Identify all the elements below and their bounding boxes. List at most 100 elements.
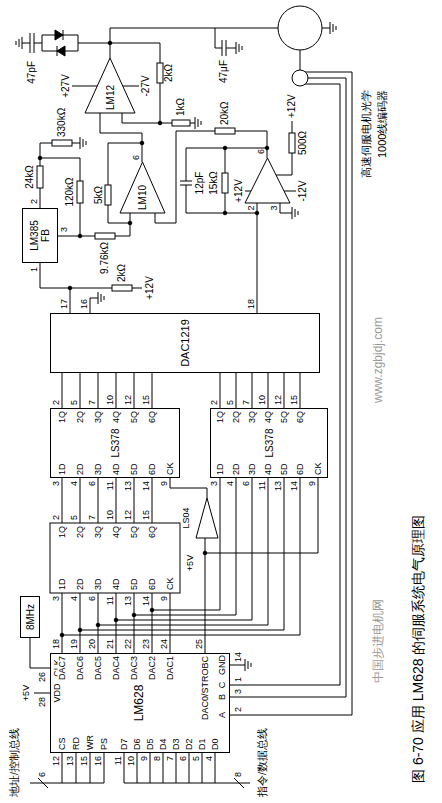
pin-number: 1 <box>30 267 39 272</box>
wire <box>230 72 352 715</box>
resistor-symbol <box>112 285 132 291</box>
pin-number: 5 <box>70 515 79 520</box>
pin-name: CK <box>166 577 175 590</box>
bus-line <box>30 783 250 784</box>
pin-number: 15 <box>80 756 89 766</box>
resistor-value: 2kΩ <box>164 64 174 82</box>
wire <box>104 753 105 783</box>
component-name: LM628 <box>133 685 146 722</box>
pin-name: 6Q <box>296 411 305 423</box>
pin-number: 7 <box>166 756 175 761</box>
pin-name: 6Q <box>148 411 157 423</box>
signal-wire <box>220 373 221 408</box>
wire <box>300 373 301 408</box>
wire <box>116 373 117 408</box>
pin-number: 7 <box>88 515 97 520</box>
pin-name: C <box>218 682 227 689</box>
pin-name: 1Q <box>216 411 225 423</box>
pin-number: 13 <box>124 596 133 606</box>
wire <box>176 753 177 783</box>
wire <box>116 478 117 523</box>
pin-name: 5D <box>130 463 139 475</box>
pin-name: 4Q <box>112 526 121 538</box>
repeated-wires <box>37 22 336 783</box>
ground-symbol <box>195 117 201 129</box>
bus-width: 8 <box>234 772 243 777</box>
wire <box>116 478 252 620</box>
pin-number: 22 <box>124 639 133 649</box>
pin-name: 3Q <box>94 526 103 538</box>
inverter-gate: LS04 <box>182 498 218 538</box>
resistor-symbol <box>37 166 43 188</box>
pin-number: 3 <box>60 227 69 232</box>
pin-name: 3Q <box>248 411 257 423</box>
component-name: LM12 <box>105 85 116 110</box>
pin-name: 1D <box>58 463 67 475</box>
pin-number: 15 <box>290 395 299 405</box>
dac-chip: DAC1219 <box>50 313 320 373</box>
pin-name: DAC4 <box>112 656 121 680</box>
wire <box>70 288 142 313</box>
pin-name: 4Q <box>112 411 121 423</box>
pin-number: 2 <box>52 400 61 405</box>
supply-label: +27V <box>61 74 71 98</box>
pin-name: GND <box>218 655 227 675</box>
supply-label: +12V <box>234 179 244 203</box>
pin-name: DAC0/STROBC <box>201 656 210 720</box>
pin-number: 21 <box>106 639 115 649</box>
pin-number: 26 <box>38 672 47 682</box>
pin-number: 3 <box>52 596 61 601</box>
pin-number: 15 <box>142 395 151 405</box>
pin-name: 4D <box>112 578 121 590</box>
wire <box>137 753 138 783</box>
resistor-symbol <box>95 233 115 239</box>
component-name: FB <box>40 229 51 242</box>
pin-name: 3D <box>94 578 103 590</box>
pin-name: 6D <box>148 578 157 590</box>
pin-number: 11 <box>106 596 115 605</box>
resistor-symbol <box>77 181 83 203</box>
pin-name: CK <box>166 462 175 475</box>
pin-name: 6D <box>296 463 305 475</box>
junction-dot <box>158 121 162 125</box>
triangle-outline <box>196 498 218 538</box>
pin-number: 18 <box>52 639 61 649</box>
ground-symbol <box>292 207 298 219</box>
pin-number: 6 <box>242 481 251 486</box>
capacitor-symbol <box>30 33 34 53</box>
ground-symbol <box>98 292 104 304</box>
pin-name: 2Q <box>232 411 241 423</box>
diode-symbol <box>57 46 65 56</box>
pin-number: 3 <box>234 689 243 694</box>
pin-number: 7 <box>88 400 97 405</box>
pin-name: 3Q <box>94 411 103 423</box>
capacitor-value: 47μF <box>219 60 229 83</box>
wire <box>189 753 190 783</box>
pin-name: D4 <box>159 738 168 750</box>
resistor-symbol <box>52 140 72 146</box>
wire <box>268 373 269 408</box>
pin-name: 6Q <box>148 526 157 538</box>
signal-wire <box>205 538 206 653</box>
pin-number: 16 <box>94 756 103 766</box>
pin-number: 9 <box>160 596 169 601</box>
pin-number: 13 <box>66 756 75 766</box>
encoder-symbol <box>292 70 308 86</box>
opamp-triangle: LM10 <box>120 162 165 213</box>
opamp-symbol <box>245 158 290 203</box>
pin-name: 5D <box>130 578 139 590</box>
pin-name: 2Q <box>76 526 85 538</box>
resistor-value: 120kΩ <box>65 177 75 206</box>
pin-name: CK <box>314 462 323 475</box>
ground-symbol <box>236 42 242 54</box>
pin-number: 16 <box>80 299 89 309</box>
pin-number: 11 <box>258 481 267 490</box>
pin-number: 11 <box>106 481 115 490</box>
pin-number: 19 <box>70 639 79 649</box>
pin-number: 6 <box>88 481 97 486</box>
pin-name: RD <box>72 737 81 750</box>
pin-number: 5 <box>192 756 201 761</box>
pin-number: 20 <box>88 639 97 649</box>
pin-name: WR <box>86 735 95 750</box>
ground-symbol <box>245 659 251 671</box>
